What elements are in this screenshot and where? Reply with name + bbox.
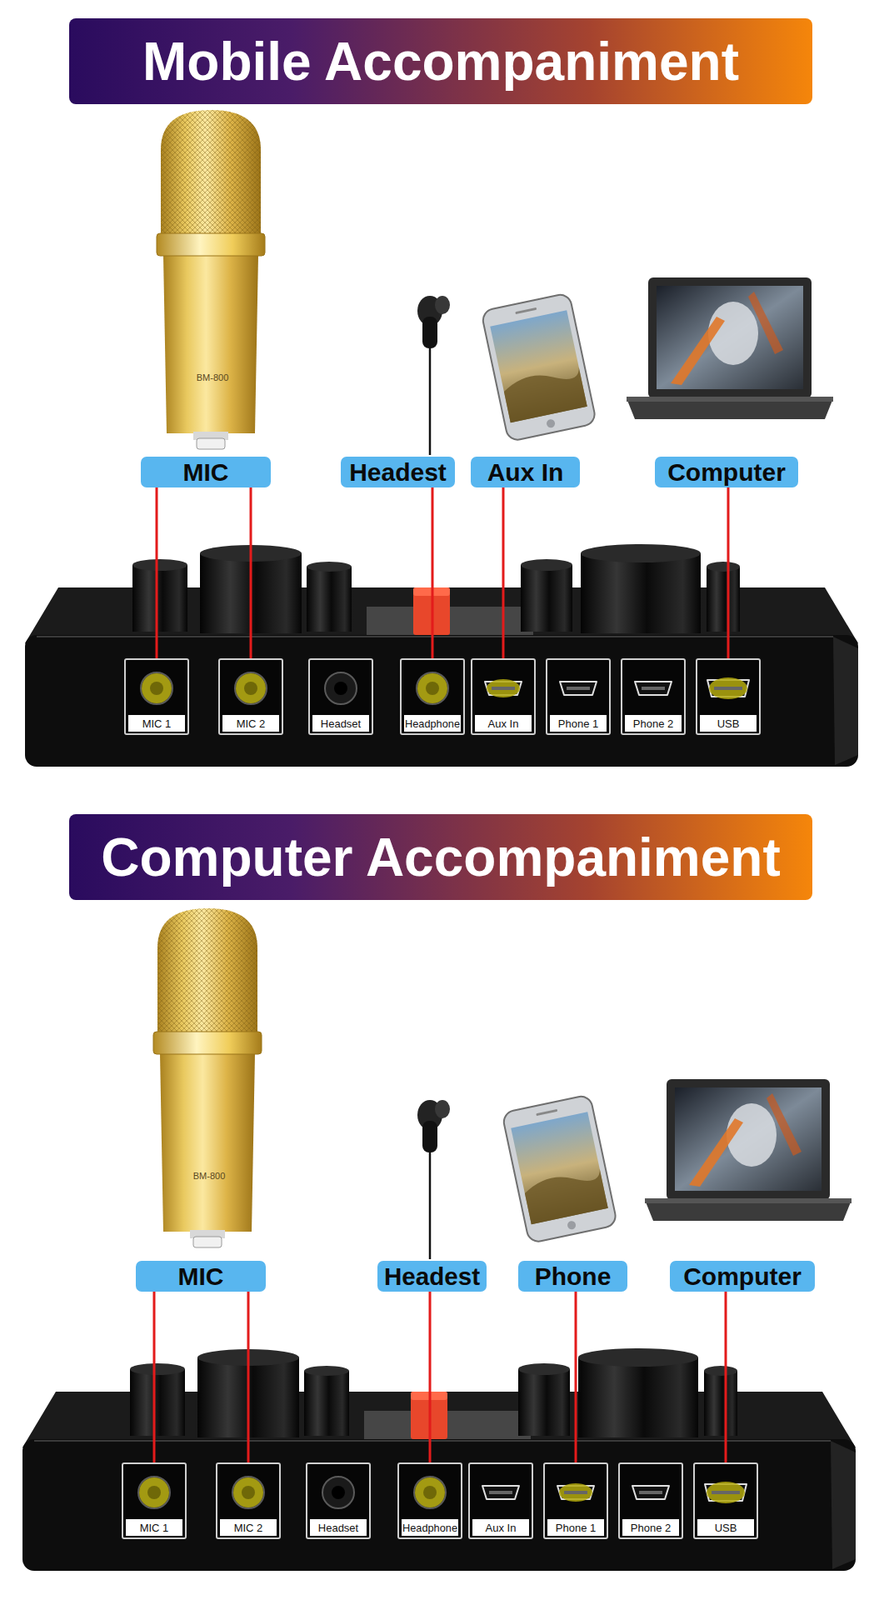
connection-label: Phone (518, 1260, 628, 1292)
port-label: MIC 2 (236, 717, 266, 730)
model-name: BM-800 (193, 1170, 226, 1181)
port-tab: Aux In (474, 714, 532, 732)
connection-label: Computer (669, 1260, 815, 1292)
port-socket: MIC 1 (121, 1462, 187, 1539)
model-name: BM-800 (196, 372, 230, 383)
port-socket: Phone 2 (618, 1462, 684, 1539)
port-tab: Headset (312, 714, 370, 732)
port-label: Headset (320, 717, 361, 730)
connection-wire (429, 1291, 432, 1463)
section-title: Mobile Accompaniment (142, 30, 740, 93)
connection-wire (431, 487, 435, 659)
connection-wire (502, 487, 505, 659)
port-socket: Headset (308, 658, 374, 735)
connection-label: Headest (340, 456, 455, 488)
port-tab: MIC 2 (219, 1518, 277, 1536)
port-label: Headphone (402, 1521, 458, 1534)
connection-label: MIC (140, 456, 271, 488)
section-banner: Computer Accompaniment (69, 814, 813, 900)
port-socket: USB (693, 1462, 759, 1539)
connection-wire (574, 1291, 578, 1463)
port-label: USB (714, 1521, 738, 1534)
port-label: MIC 2 (234, 1521, 264, 1534)
port-label: Headphone (404, 717, 460, 730)
connection-name: Aux In (487, 458, 565, 487)
port-socket: USB (695, 658, 761, 735)
port-socket: MIC 2 (218, 658, 284, 735)
port-label: Aux In (485, 1521, 517, 1534)
connection-name: Headest (349, 458, 447, 487)
port-socket: Aux In (468, 1462, 534, 1539)
connection-label: Computer (654, 456, 799, 488)
port-label: USB (717, 717, 740, 730)
port-socket: Headset (305, 1462, 371, 1539)
port-label: Phone 2 (633, 717, 674, 730)
port-tab: MIC 1 (128, 714, 185, 732)
connection-name: Headest (384, 1262, 480, 1291)
port-tab: USB (697, 1518, 755, 1536)
port-label: Headset (318, 1521, 359, 1534)
connection-name: MIC (183, 458, 230, 487)
port-label: Phone 1 (558, 717, 599, 730)
connection-wire (247, 1291, 250, 1463)
port-socket: Phone 2 (620, 658, 686, 735)
port-tab: Phone 2 (624, 714, 682, 732)
port-tab: Aux In (472, 1518, 530, 1536)
port-socket: Phone 1 (543, 1462, 609, 1539)
section-title: Computer Accompaniment (100, 826, 781, 889)
port-tab: Headphone (401, 1518, 459, 1536)
connection-name: MIC (178, 1262, 225, 1291)
connection-name: Computer (667, 458, 786, 487)
port-socket: Headphone (399, 658, 465, 735)
port-tab: Phone 1 (547, 1518, 605, 1536)
port-tab: Headphone (404, 714, 461, 732)
port-socket: MIC 1 (124, 658, 190, 735)
connection-label: MIC (135, 1260, 266, 1292)
port-label: MIC 1 (139, 1521, 170, 1534)
connection-label: Headest (377, 1260, 487, 1292)
port-tab: Phone 2 (622, 1518, 680, 1536)
port-socket: Headphone (397, 1462, 463, 1539)
port-label: Phone 2 (630, 1521, 671, 1534)
connection-wire (249, 487, 253, 659)
connection-wire (153, 1291, 156, 1463)
port-tab: Phone 1 (549, 714, 607, 732)
port-label: Aux In (488, 717, 520, 730)
port-tab: MIC 2 (222, 714, 280, 732)
port-label: MIC 1 (142, 717, 172, 730)
section-banner: Mobile Accompaniment (69, 18, 813, 105)
connection-name: Phone (534, 1262, 612, 1291)
connection-wire (727, 487, 730, 659)
port-label: Phone 1 (555, 1521, 596, 1534)
port-tab: USB (699, 714, 757, 732)
connection-name: Computer (683, 1262, 802, 1291)
connection-label: Aux In (470, 456, 580, 488)
port-tab: Headset (309, 1518, 367, 1536)
port-socket: Phone 1 (545, 658, 611, 735)
port-socket: Aux In (470, 658, 536, 735)
port-tab: MIC 1 (125, 1518, 183, 1536)
port-socket: MIC 2 (215, 1462, 281, 1539)
connection-wire (155, 487, 159, 659)
connection-wire (724, 1291, 728, 1463)
